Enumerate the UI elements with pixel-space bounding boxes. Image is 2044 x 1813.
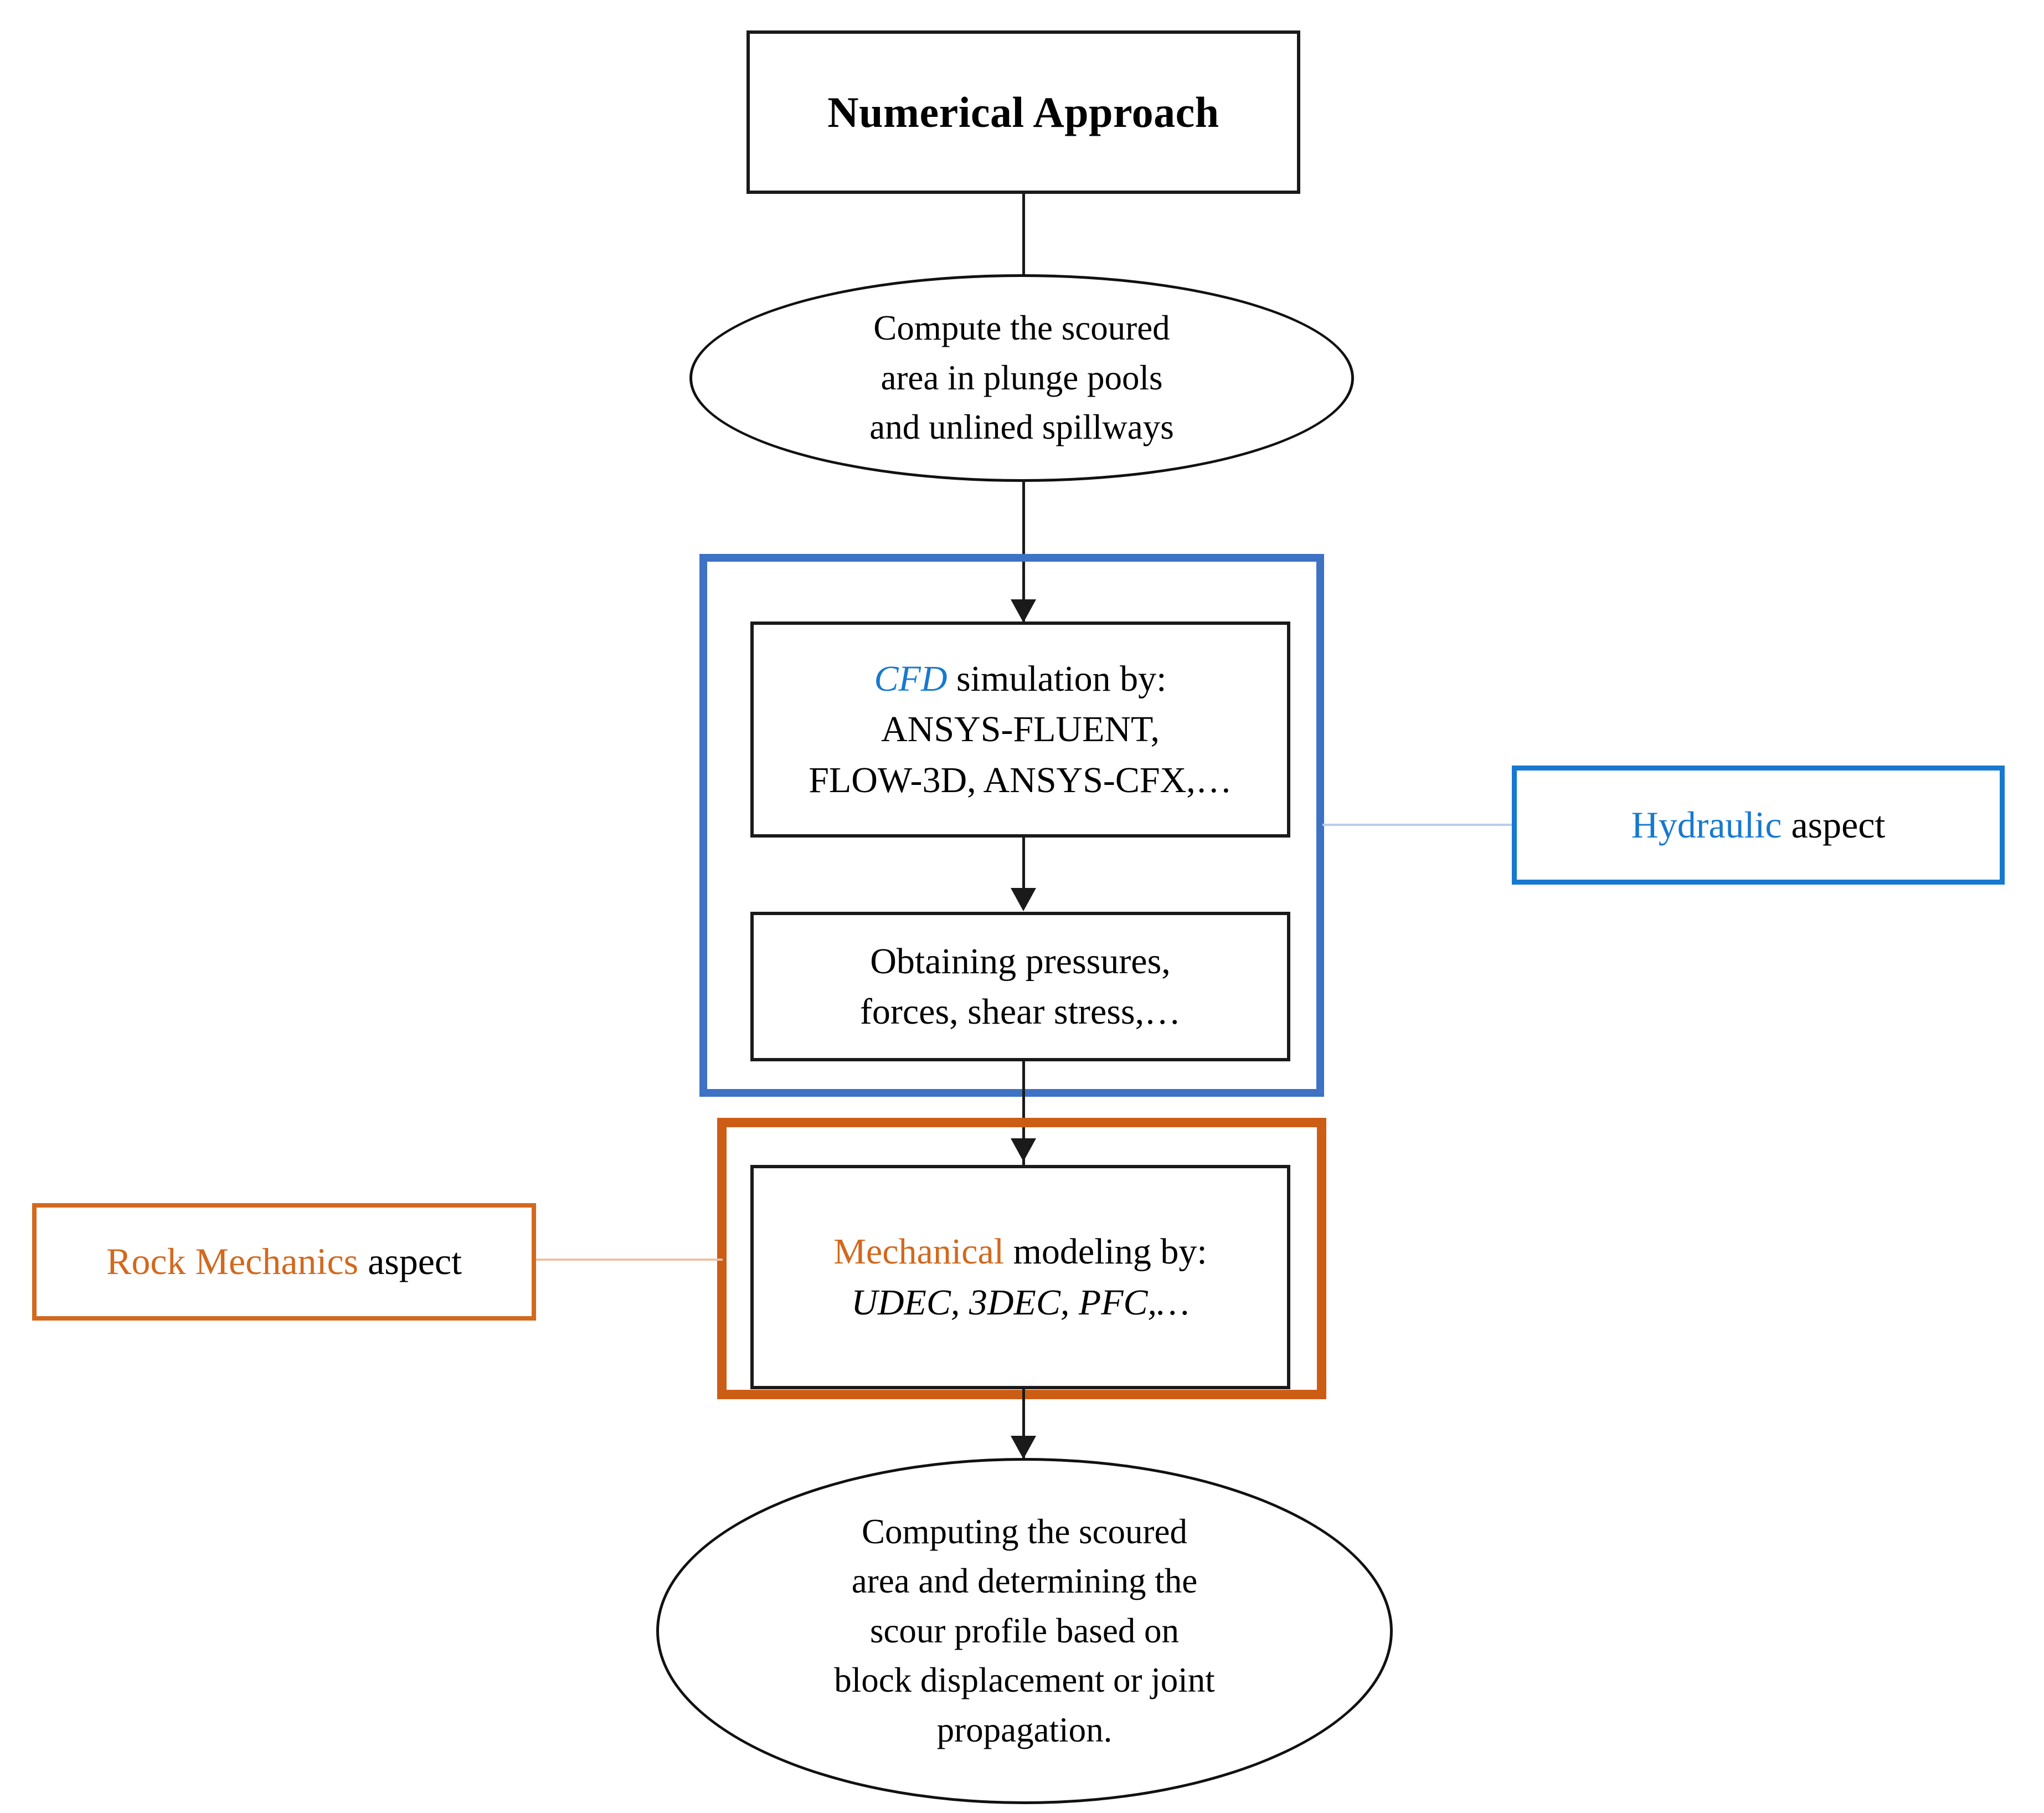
- arrowhead-to-end: [1011, 1436, 1036, 1459]
- pressures-line-1: Obtaining pressures,: [870, 941, 1171, 982]
- node-end-ellipse-label: Computing the scoured area and determini…: [795, 1507, 1254, 1755]
- end-ellipse-line-5: propagation.: [936, 1710, 1113, 1749]
- connector-cfd-to-pressures: [1022, 838, 1025, 896]
- node-end-ellipse[interactable]: Computing the scoured area and determini…: [656, 1458, 1393, 1804]
- arrowhead-to-pressures: [1011, 888, 1036, 911]
- end-ellipse-line-4: block displacement or joint: [834, 1661, 1215, 1700]
- start-ellipse-line-3: and unlined spillways: [869, 408, 1174, 447]
- node-cfd-simulation-label: CFD simulation by: ANSYS-FLUENT, FLOW-3D…: [809, 654, 1232, 805]
- node-mechanical-modeling[interactable]: Mechanical modeling by: UDEC, 3DEC, PFC,…: [750, 1165, 1290, 1389]
- node-numerical-approach[interactable]: Numerical Approach: [746, 30, 1300, 194]
- connector-title-to-start: [1022, 194, 1025, 276]
- node-start-ellipse[interactable]: Compute the scoured area in plunge pools…: [689, 274, 1354, 482]
- end-ellipse-line-3: scour profile based on: [869, 1611, 1180, 1650]
- cfd-line-2: ANSYS-FLUENT,: [881, 709, 1160, 750]
- connector-rock-mechanics-label: [532, 1259, 723, 1261]
- connector-start-to-cfd: [1022, 480, 1025, 624]
- hydraulic-accent-text: Hydraulic: [1631, 803, 1782, 846]
- cfd-rest-text: simulation by:: [947, 659, 1167, 700]
- label-hydraulic-aspect-text: Hydraulic aspect: [1631, 803, 1886, 848]
- node-cfd-simulation[interactable]: CFD simulation by: ANSYS-FLUENT, FLOW-3D…: [750, 622, 1290, 838]
- node-obtaining-pressures[interactable]: Obtaining pressures, forces, shear stres…: [750, 912, 1290, 1061]
- mechanical-accent-text: Mechanical: [833, 1231, 1005, 1272]
- mechanical-rest-text: modeling by:: [1004, 1231, 1207, 1272]
- cfd-line-3: FLOW-3D, ANSYS-CFX,…: [809, 759, 1232, 800]
- arrowhead-to-mechanical: [1011, 1138, 1036, 1162]
- label-rock-mechanics-aspect[interactable]: Rock Mechanics aspect: [32, 1203, 536, 1321]
- mechanical-line-1: Mechanical modeling by:: [833, 1226, 1207, 1277]
- cfd-accent-text: CFD: [874, 659, 948, 700]
- arrowhead-to-cfd: [1011, 599, 1036, 623]
- group-box-hydraulic: [699, 554, 1324, 1097]
- rock-mechanics-rest-text: aspect: [358, 1240, 462, 1283]
- start-ellipse-line-1: Compute the scoured: [873, 309, 1170, 348]
- end-ellipse-line-2: area and determining the: [851, 1562, 1198, 1601]
- hydraulic-rest-text: aspect: [1782, 803, 1886, 846]
- node-numerical-approach-label: Numerical Approach: [827, 88, 1219, 136]
- connector-hydraulic-label: [1322, 824, 1513, 826]
- node-mechanical-modeling-label: Mechanical modeling by: UDEC, 3DEC, PFC,…: [833, 1226, 1207, 1327]
- label-rock-mechanics-aspect-text: Rock Mechanics aspect: [106, 1239, 462, 1285]
- pressures-line-2: forces, shear stress,…: [859, 992, 1181, 1032]
- node-obtaining-pressures-label: Obtaining pressures, forces, shear stres…: [860, 936, 1181, 1037]
- connector-mechanical-to-end: [1022, 1389, 1025, 1461]
- end-ellipse-line-1: Computing the scoured: [862, 1512, 1187, 1551]
- group-box-rock-mechanics: [717, 1118, 1326, 1399]
- node-start-ellipse-label: Compute the scoured area in plunge pools…: [831, 304, 1212, 452]
- label-hydraulic-aspect[interactable]: Hydraulic aspect: [1512, 766, 2005, 885]
- mechanical-line-2: UDEC, 3DEC, PFC,…: [851, 1282, 1190, 1323]
- cfd-line-1: CFD simulation by:: [809, 654, 1232, 704]
- start-ellipse-line-2: area in plunge pools: [881, 358, 1163, 397]
- rock-mechanics-accent-text: Rock Mechanics: [106, 1240, 359, 1283]
